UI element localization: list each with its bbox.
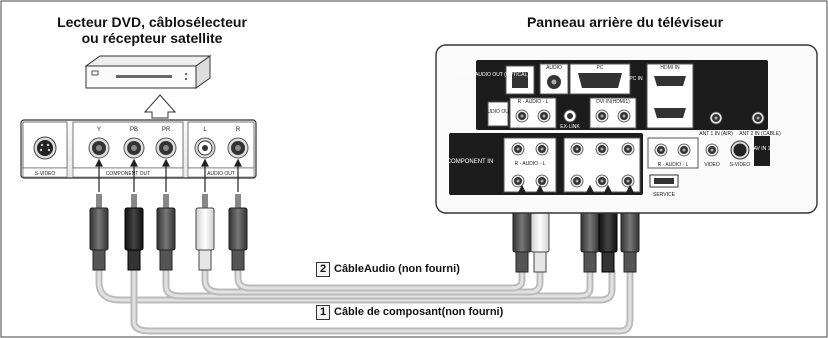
plug-y-icon (89, 194, 109, 271)
label-digital-audio-out: DIGITAL AUDIO OUT (OPTICAL) (455, 72, 529, 78)
jack-pr-icon (155, 137, 177, 159)
label-r: R (236, 127, 241, 133)
tv-arrows (518, 184, 634, 194)
label-ant2: ANT 2 IN (CABLE) (739, 131, 781, 137)
label-dvi-in: DVI IN(HDMI1) (596, 99, 630, 105)
label-pc-in: PC IN (629, 76, 643, 82)
svideo-jack-icon (33, 136, 57, 160)
label-pc: PC (597, 65, 604, 71)
source-plugs (89, 194, 248, 271)
label-ant1: ANT 1 IN (AIR) (699, 131, 733, 137)
label-component-in: COMPONENT IN (447, 159, 494, 165)
label-r-audio-l-av: R - AUDIO - L (658, 162, 689, 168)
label-r-audio-l-top: R - AUDIO - L (518, 99, 549, 105)
label-audio: AUDIO (546, 65, 562, 71)
jack-audio-l-icon (194, 137, 216, 159)
dvd-player-icon (84, 55, 212, 89)
plug-audio-l-icon (195, 194, 215, 271)
jack-y-icon (88, 137, 110, 159)
jack-audio-r-icon (227, 137, 249, 159)
label-r-audio-l-comp: R - AUDIO - L (515, 161, 546, 167)
label-ex-link: EX-LINK (560, 124, 580, 130)
label-audio-out: AUDIO OUT (207, 171, 235, 177)
label-svideo-tv: S-VIDEO (730, 162, 751, 168)
source-title-line1: Lecteur DVD, câblosélecteur (57, 14, 247, 30)
label-video: VIDEO (704, 162, 720, 168)
plug-pb-icon (124, 194, 144, 271)
label-pr: PR (162, 127, 171, 133)
source-back-panel: Y PB PR L R S-VIDEO COMPONENT OUT AUDIO … (20, 119, 257, 179)
label-hdmi-in: HDMI IN (660, 65, 680, 71)
label-component-out: COMPONENT OUT (106, 171, 150, 177)
cable-wires (95, 264, 634, 335)
label-service: SERVICE (653, 192, 676, 198)
tv-back-panel: DIGITAL AUDIO OUT (OPTICAL) AUDIO PC PC … (435, 44, 818, 214)
label-audio-out-tv: AUDIO OUT (484, 109, 512, 115)
audio-cable-number: 2 (316, 262, 330, 277)
component-cable-callout: 1 Câble de composant(non fourni) (316, 305, 503, 320)
audio-cable-label: CâbleAudio (non fourni) (334, 263, 460, 275)
source-title-line2: ou récepteur satellite (81, 30, 223, 46)
label-y: Y (97, 127, 101, 133)
label-pb: PB (130, 127, 138, 133)
plug-audio-r-icon (228, 194, 248, 271)
label-svideo: S-VIDEO (35, 171, 56, 177)
audio-cable-callout: 2 CâbleAudio (non fourni) (316, 262, 460, 277)
tv-title: Panneau arrière du téléviseur (526, 14, 724, 30)
source-arrows (95, 158, 242, 192)
component-cable-number: 1 (316, 305, 330, 320)
arrow-up-icon (143, 94, 177, 119)
jack-pb-icon (123, 137, 145, 159)
source-device-title: Lecteur DVD, câblosélecteur ou récepteur… (32, 14, 272, 46)
label-av-in: AV IN 1 (754, 146, 771, 152)
label-l: L (203, 127, 207, 133)
plug-pr-icon (156, 194, 176, 271)
component-cable-label: Câble de composant(non fourni) (334, 306, 504, 318)
